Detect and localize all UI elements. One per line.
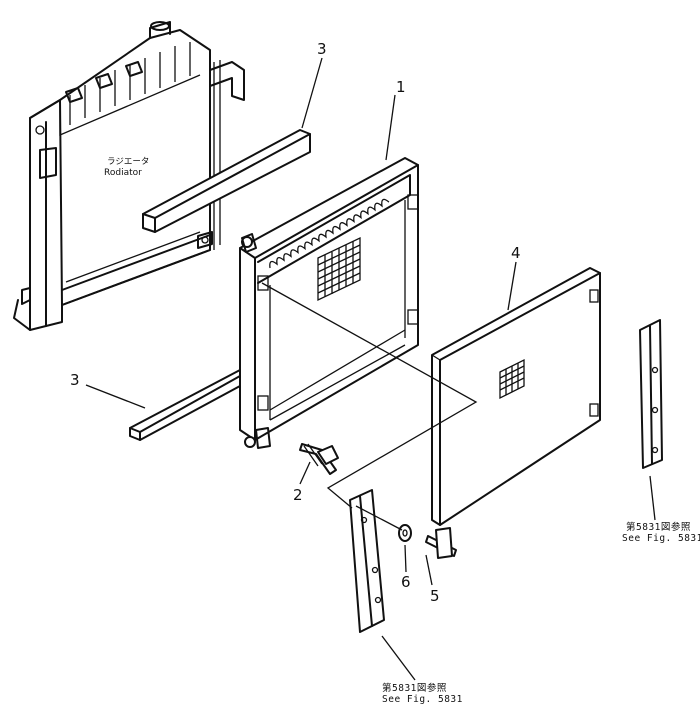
wing-bolt [425,527,457,559]
ref-right-en: See Fig. 5831 [622,533,700,544]
ref-right-jp: 第5831図参照 [626,521,691,533]
radiator-unit: ラジエータ Rodiator [13,21,245,331]
lower-bracket [349,489,385,633]
radiator-label-en: Rodiator [104,168,142,178]
leader-lines [85,57,656,681]
callout-5: 5 [430,587,440,605]
ref-bottom-en: See Fig. 5831 [382,694,463,705]
callout-6: 6 [401,573,411,591]
callout-4: 4 [511,244,521,262]
bolt [299,443,339,475]
radiator-core [239,157,419,449]
ref-bottom-jp: 第5831図参照 [382,682,447,694]
right-bracket [639,319,663,469]
radiator-label-jp: ラジエータ [107,157,149,167]
panel-mesh [499,358,525,400]
lower-seal-bar [129,369,241,441]
callout-1: 1 [396,78,406,96]
upper-seal-bar [142,129,311,233]
washer [398,524,412,542]
reference-notes: 第5831図参照 See Fig. 5831 第5831図参照 See Fig.… [382,521,700,705]
screen-panel [431,267,601,526]
callouts: 1 2 3 3 4 5 6 [70,40,521,605]
callout-2: 2 [293,486,303,504]
callout-3-upper: 3 [317,40,327,58]
core-mesh [317,236,361,302]
callout-3-lower: 3 [70,371,80,389]
